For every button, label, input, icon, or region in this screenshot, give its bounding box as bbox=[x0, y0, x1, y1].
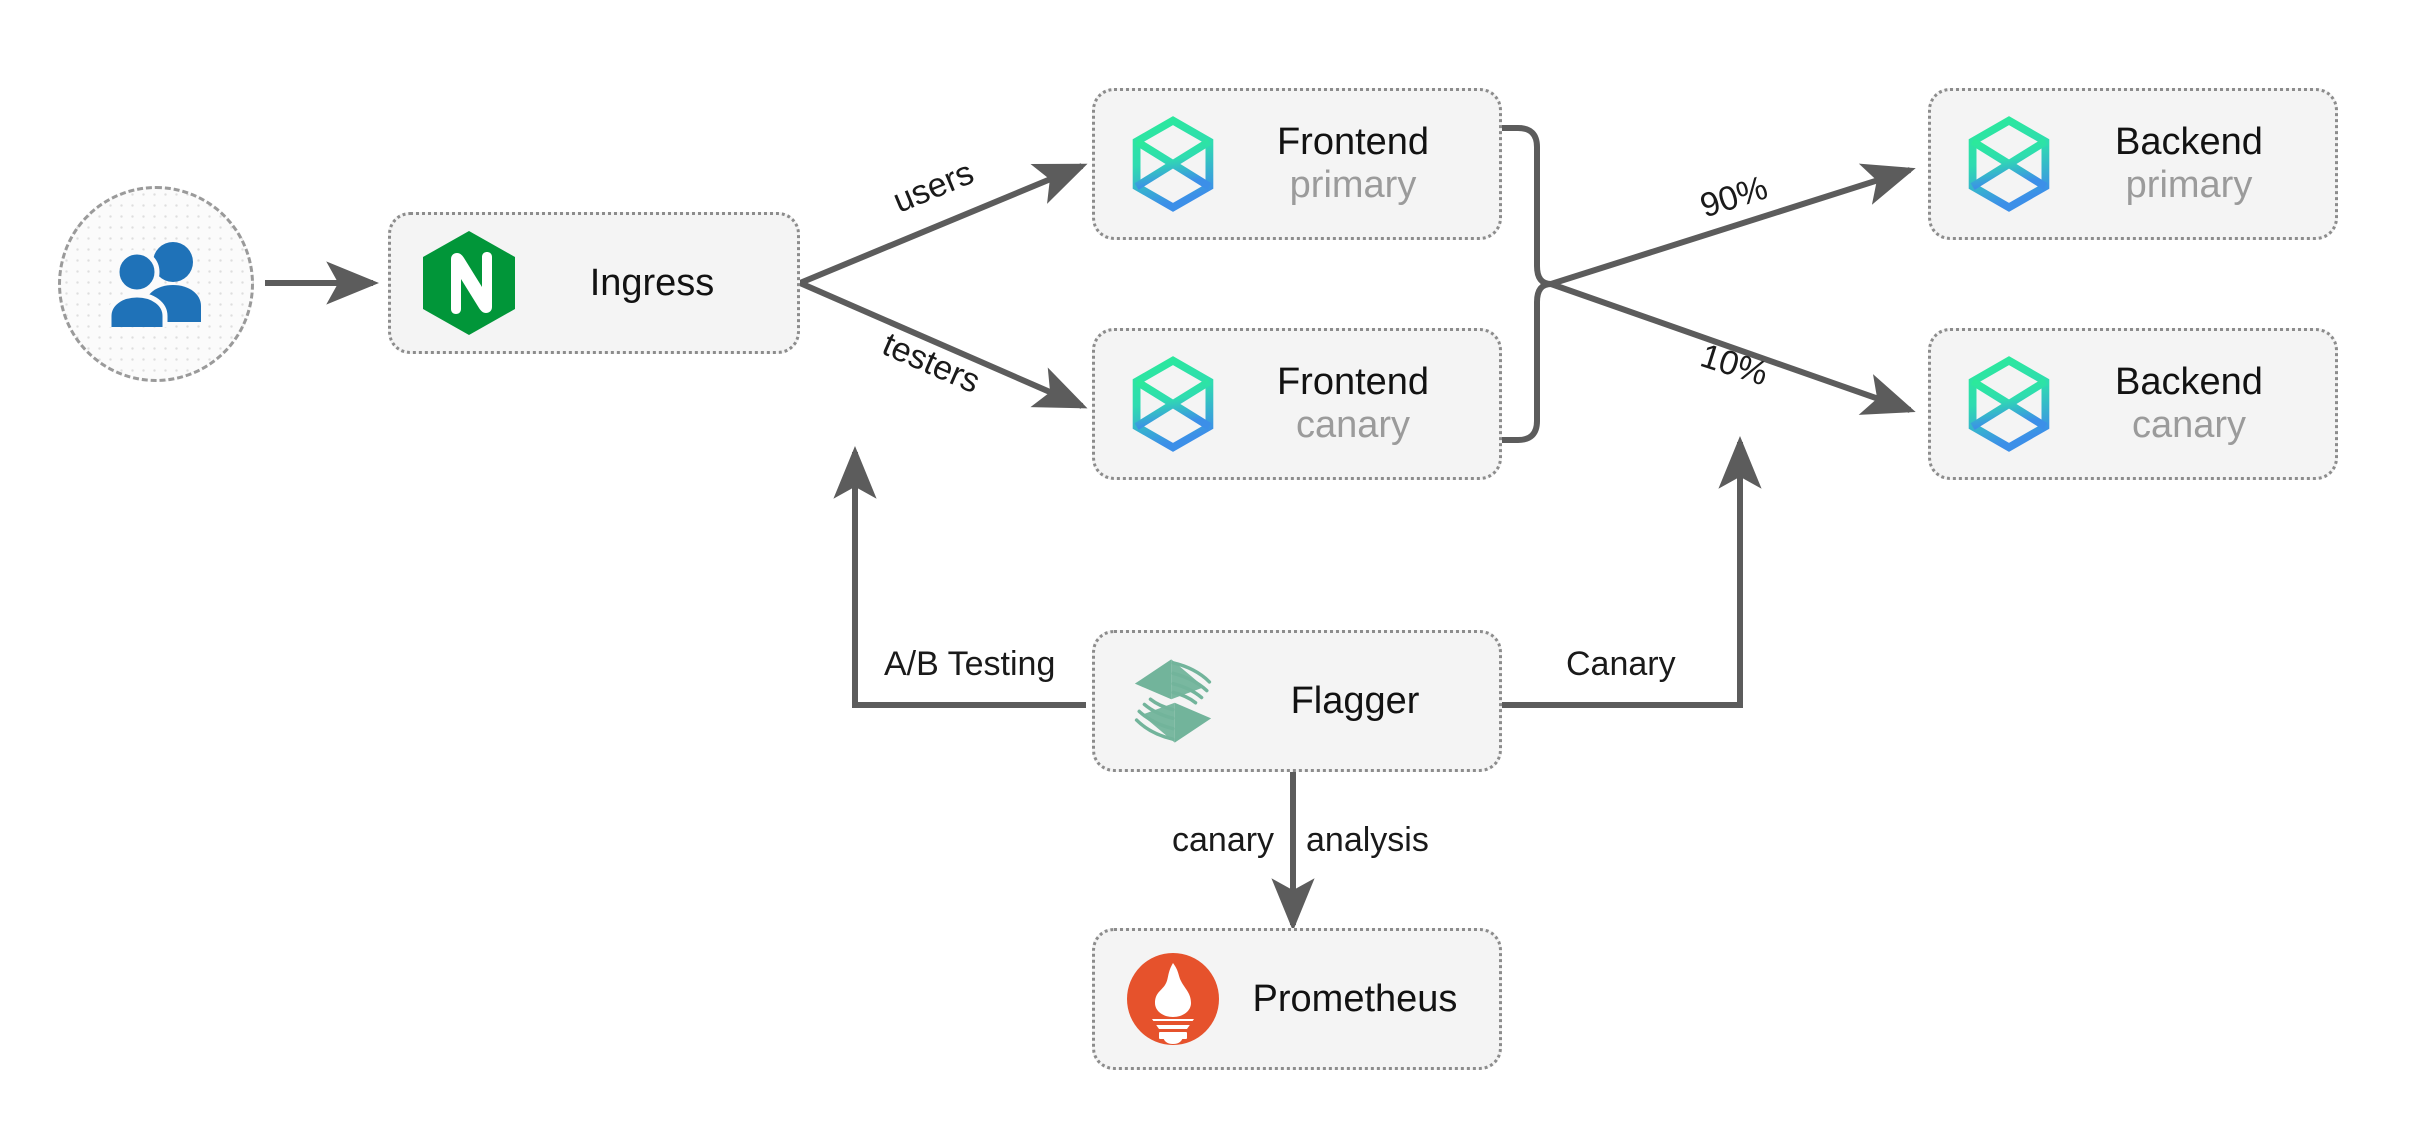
frontend-primary-title: Frontend bbox=[1276, 121, 1430, 164]
backend-canary-title: Backend bbox=[2115, 361, 2263, 404]
frontend-canary-icon-slot bbox=[1121, 352, 1225, 456]
frontend-primary-subtitle: primary bbox=[1289, 164, 1417, 206]
frontend-primary-icon-slot bbox=[1121, 112, 1225, 216]
edge-label-10-percent: 10% bbox=[1695, 336, 1773, 394]
prometheus-title: Prometheus bbox=[1252, 977, 1458, 1020]
frontend-primary-labels: Frontend primary bbox=[1247, 121, 1499, 206]
flagger-cube-icon bbox=[1132, 356, 1214, 452]
frontend-canary-subtitle: canary bbox=[1295, 404, 1411, 446]
node-backend-primary[interactable]: Backend primary bbox=[1928, 88, 2338, 240]
flagger-cube-icon bbox=[1132, 116, 1214, 212]
nginx-icon bbox=[423, 231, 515, 335]
frontend-canary-labels: Frontend canary bbox=[1247, 361, 1499, 446]
node-ingress[interactable]: Ingress bbox=[388, 212, 800, 354]
nginx-icon-slot bbox=[417, 231, 521, 335]
ingress-labels: Ingress bbox=[543, 262, 797, 305]
flagger-cube-icon bbox=[1968, 356, 2050, 452]
prometheus-icon-slot bbox=[1121, 947, 1225, 1051]
backend-canary-icon-slot bbox=[1957, 352, 2061, 456]
edge-label-users: users bbox=[887, 153, 980, 221]
flagger-icon-slot bbox=[1121, 649, 1225, 753]
node-frontend-canary[interactable]: Frontend canary bbox=[1092, 328, 1502, 480]
edge-label-canary-analysis-right: analysis bbox=[1306, 821, 1429, 859]
prometheus-labels: Prometheus bbox=[1247, 978, 1499, 1021]
edge-label-90-percent: 90% bbox=[1695, 168, 1773, 226]
node-prometheus[interactable]: Prometheus bbox=[1092, 928, 1502, 1070]
flagger-flag-icon bbox=[1134, 659, 1212, 743]
users-icon bbox=[106, 242, 201, 327]
backend-canary-subtitle: canary bbox=[2131, 404, 2247, 446]
edge-label-canary: Canary bbox=[1566, 645, 1676, 683]
backend-canary-labels: Backend canary bbox=[2083, 361, 2335, 446]
ingress-title: Ingress bbox=[589, 261, 715, 304]
backend-primary-subtitle: primary bbox=[2125, 164, 2253, 206]
frontend-canary-title: Frontend bbox=[1276, 361, 1430, 404]
node-backend-canary[interactable]: Backend canary bbox=[1928, 328, 2338, 480]
flagger-title: Flagger bbox=[1290, 679, 1420, 722]
edge-label-testers: testers bbox=[876, 325, 986, 401]
backend-primary-icon-slot bbox=[1957, 112, 2061, 216]
edge-label-ab-testing: A/B Testing bbox=[884, 645, 1056, 683]
flagger-labels: Flagger bbox=[1247, 680, 1499, 723]
node-frontend-primary[interactable]: Frontend primary bbox=[1092, 88, 1502, 240]
backend-primary-title: Backend bbox=[2115, 121, 2263, 164]
edge-frontend-brace bbox=[1500, 125, 1552, 443]
users-group-node[interactable] bbox=[58, 186, 254, 382]
backend-primary-labels: Backend primary bbox=[2083, 121, 2335, 206]
flagger-cube-icon bbox=[1968, 116, 2050, 212]
node-flagger[interactable]: Flagger bbox=[1092, 630, 1502, 772]
edge-label-canary-analysis-left: canary bbox=[1172, 821, 1275, 859]
prometheus-icon bbox=[1127, 953, 1219, 1045]
